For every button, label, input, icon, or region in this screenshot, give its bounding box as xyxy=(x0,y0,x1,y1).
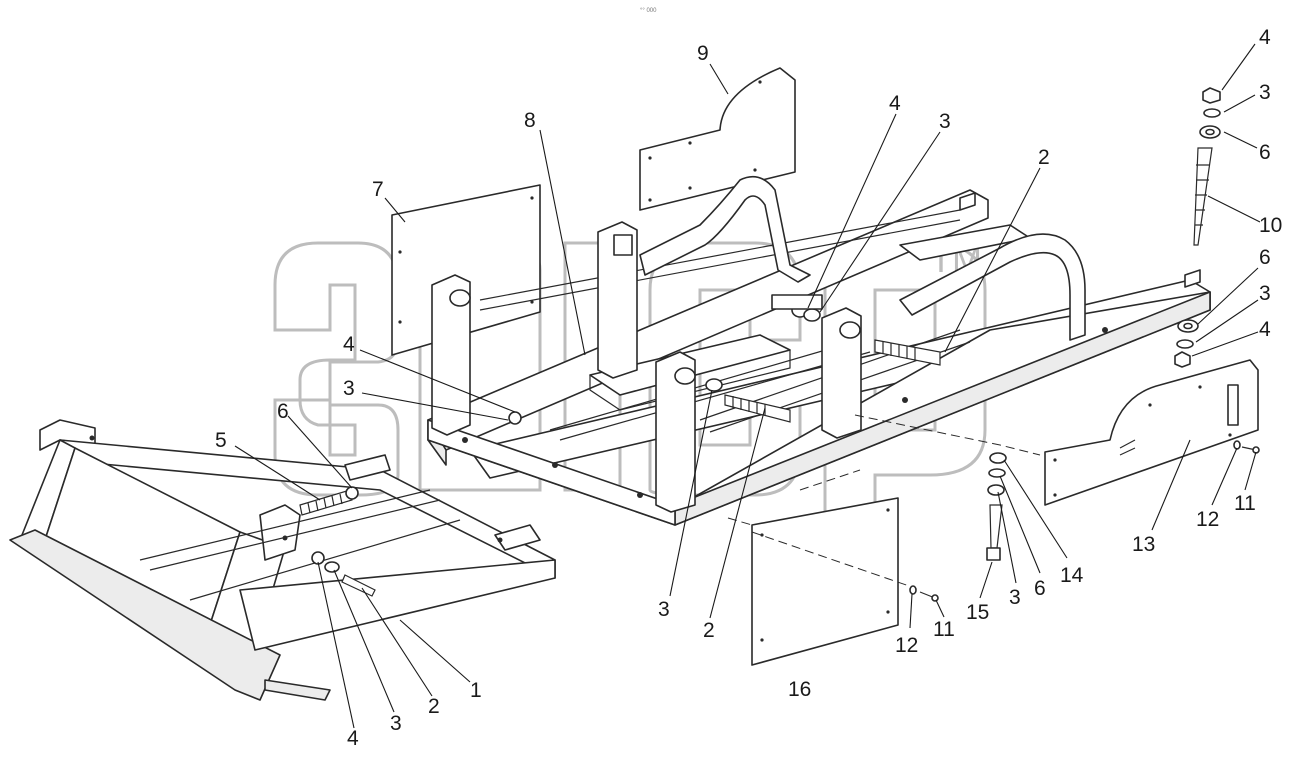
threaded-shafts xyxy=(508,294,941,425)
callout-12-bottom: 12 xyxy=(895,634,918,657)
callout-3-left: 3 xyxy=(343,377,355,400)
callout-6-right-top: 6 xyxy=(1259,141,1271,164)
callout-10: 10 xyxy=(1259,214,1282,237)
hardware-right-mid xyxy=(1174,319,1199,368)
part-1-lower-frame xyxy=(9,419,556,701)
callout-11-right: 11 xyxy=(1234,492,1256,515)
callout-4-top: 4 xyxy=(889,92,901,115)
callout-7: 7 xyxy=(372,178,384,201)
assembly-centerlines xyxy=(799,414,1041,491)
part-13-right-panel xyxy=(1044,359,1259,506)
callout-3-right-mid: 3 xyxy=(1259,282,1271,305)
callout-2-top: 2 xyxy=(1038,146,1050,169)
callout-5: 5 xyxy=(215,429,227,452)
callout-3-top: 3 xyxy=(939,110,951,133)
frame-uprights xyxy=(431,192,1201,513)
hardware-top-right xyxy=(1193,87,1221,246)
callout-12-right: 12 xyxy=(1196,508,1219,531)
callout-4-left: 4 xyxy=(343,333,355,356)
callout-1: 1 xyxy=(470,679,482,702)
callout-3-center: 3 xyxy=(658,598,670,621)
part-9-upper-panel xyxy=(639,67,796,211)
callout-2-center: 2 xyxy=(703,619,715,642)
callout-15: 15 xyxy=(966,601,989,624)
callout-4-right-top: 4 xyxy=(1259,26,1271,49)
callout-4-bottom-left: 4 xyxy=(347,727,359,750)
callout-13: 13 xyxy=(1132,533,1155,556)
callout-16: 16 xyxy=(788,678,811,701)
callout-11-bottom: 11 xyxy=(933,618,955,641)
tube-handle-right xyxy=(899,233,1086,341)
callout-2-bottom-left: 2 xyxy=(428,695,440,718)
part-7-side-panel xyxy=(391,184,541,356)
callout-14: 14 xyxy=(1060,564,1084,587)
hardware-bottom-center xyxy=(986,452,1007,561)
header-mark: °° 000 xyxy=(640,8,657,14)
tube-handle-left xyxy=(639,175,811,283)
callout-6-bottom: 6 xyxy=(1034,577,1046,600)
callout-3-right-top: 3 xyxy=(1259,81,1271,104)
callout-leader-lines xyxy=(234,43,1261,729)
callout-8: 8 xyxy=(524,109,536,132)
callout-4-right-mid: 4 xyxy=(1259,318,1271,341)
callout-6-right-mid: 6 xyxy=(1259,246,1271,269)
callout-3-bottom-left: 3 xyxy=(390,712,402,735)
callout-6-left: 6 xyxy=(277,400,289,423)
callout-9: 9 xyxy=(697,42,709,65)
callout-numbers: 9 8 7 4 3 2 4 3 6 10 6 3 4 4 3 5 6 3 2 1… xyxy=(215,26,1282,750)
part-16-lower-panel xyxy=(727,497,916,666)
callout-3-bottom: 3 xyxy=(1009,586,1021,609)
